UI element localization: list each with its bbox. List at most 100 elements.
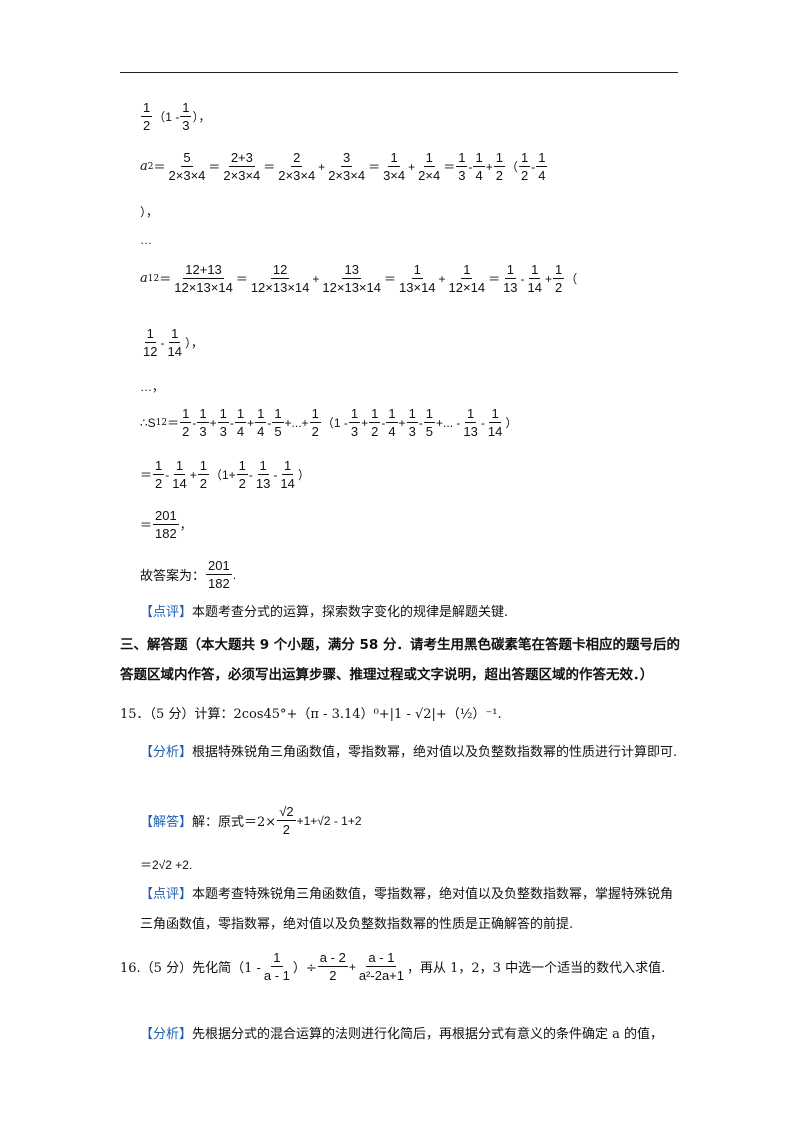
- plus: +: [312, 271, 320, 286]
- stem-text: 16.（5 分）先化简（1 -: [120, 961, 261, 976]
- equals: ＝: [153, 160, 166, 174]
- minus: -: [520, 271, 525, 286]
- equals: ＝: [263, 160, 276, 174]
- analysis-tag: 【分析】: [140, 1027, 193, 1042]
- answer-label: 故答案为：: [140, 569, 206, 584]
- equals: ＝: [140, 518, 153, 532]
- solution-text: 解：原式＝2×: [192, 815, 277, 830]
- minus: -: [531, 159, 536, 174]
- review-paragraph: 【点评】本题考查分式的运算，探索数字变化的规律是解题关键.: [140, 598, 700, 628]
- equals: ＝: [443, 160, 456, 174]
- paren: （: [505, 160, 518, 174]
- subscript: 12: [147, 273, 160, 284]
- solution-tag: 【解答】: [140, 815, 193, 830]
- stem-text: ）÷: [292, 961, 317, 976]
- equals: ＝: [368, 160, 381, 174]
- plus: +: [485, 159, 493, 174]
- minus: -: [160, 335, 165, 350]
- section-heading: 三、解答题（本大题共 9 个小题，满分 58 分．请考生用黑色碳素笔在答题卡相应…: [120, 637, 680, 683]
- equals: ＝: [488, 272, 501, 286]
- analysis-text: 根据特殊锐角三角函数值，零指数幂，绝对值以及负整数指数幂的性质进行计算即可.: [192, 745, 678, 760]
- therefore-s: ∴S: [140, 415, 156, 430]
- minus: -: [468, 159, 473, 174]
- subscript: 12: [155, 417, 168, 428]
- solution-text: +1+√2 - 1+2: [296, 813, 362, 828]
- q15-review: 【点评】本题考查特殊锐角三角函数值，零指数幂，绝对值以及负整数指数幂，掌握特殊锐…: [140, 880, 680, 940]
- paren: （: [565, 272, 578, 286]
- ellipsis-line: …: [140, 233, 152, 247]
- stem-text: ，再从 1，2，3 中选一个适当的数代入求值.: [407, 961, 666, 976]
- equals: ＝: [167, 416, 180, 430]
- review-tag: 【点评】: [140, 605, 193, 620]
- q15-solution-line2: ＝2√2 +2.: [140, 858, 193, 872]
- review-text: 本题考查特殊锐角三角函数值，零指数幂，绝对值以及负整数指数幂，掌握特殊锐角三角函…: [140, 887, 674, 932]
- equals: ＝: [159, 272, 172, 286]
- subscript: 2: [147, 161, 154, 172]
- analysis-text: 先根据分式的混合运算的法则进行化简后，再根据分式有意义的条件确定 a 的值，: [192, 1027, 664, 1042]
- text-line: ），: [140, 205, 159, 219]
- plus: +: [408, 159, 416, 174]
- equals: ＝: [235, 272, 248, 286]
- text-fragment: ），: [192, 110, 211, 124]
- question-15-stem: 15．（5 分）计算：2cos45°+（π - 3.14）⁰+|1 - √2|+…: [120, 707, 502, 722]
- q15-analysis: 【分析】根据特殊锐角三角函数值，零指数幂，绝对值以及负整数指数幂的性质进行计算即…: [140, 738, 680, 768]
- analysis-tag: 【分析】: [140, 745, 193, 760]
- text-fragment: ），: [184, 336, 203, 350]
- equals: ＝: [384, 272, 397, 286]
- text-fragment: .: [232, 567, 237, 582]
- q16-analysis: 【分析】先根据分式的混合运算的法则进行化简后，再根据分式有意义的条件确定 a 的…: [140, 1020, 680, 1050]
- review-tag: 【点评】: [140, 887, 193, 902]
